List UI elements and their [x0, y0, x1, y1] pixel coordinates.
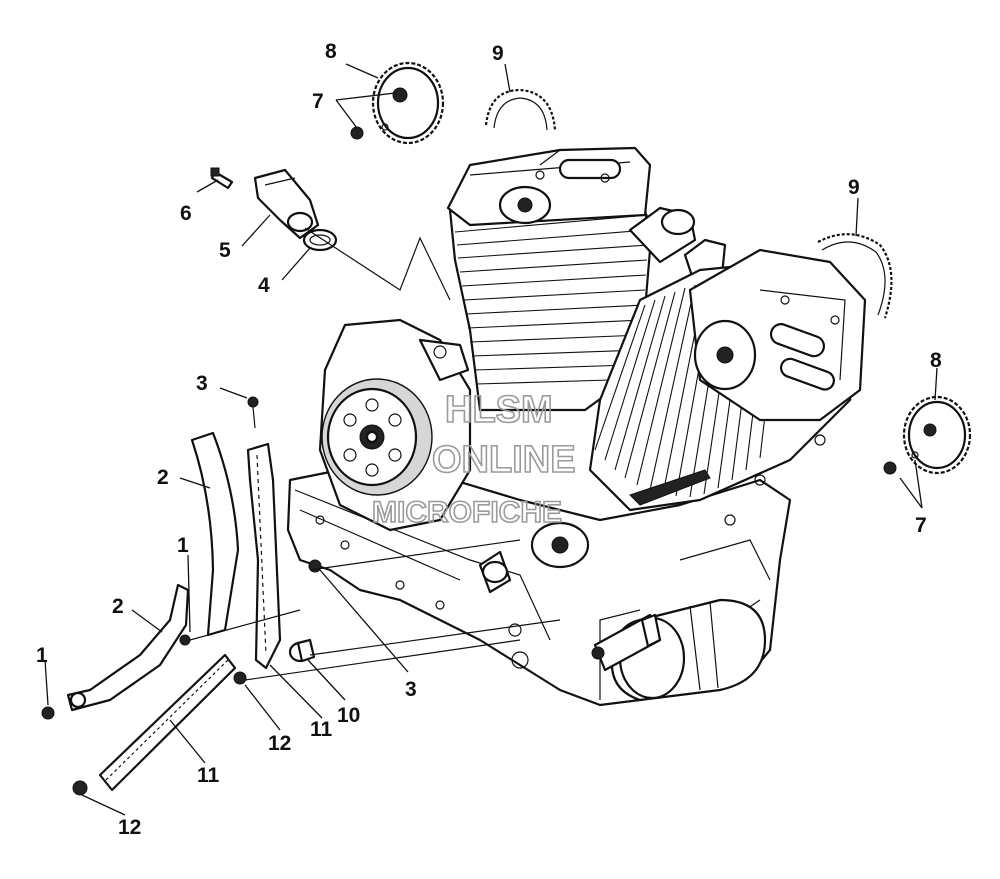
cam-sprocket-top	[371, 61, 445, 145]
callout-11-lower: 11	[197, 764, 220, 787]
watermark: HLSM ONLINE MICROFICHE	[371, 388, 576, 530]
bolt-12-lower	[72, 780, 88, 796]
callout-3-lower: 3	[405, 678, 417, 701]
callout-1-upper: 1	[177, 534, 189, 557]
callout-labels: 8 7 9 6 5 4 9 3 8 2 1 2 7 1 3 10 11 12 1…	[36, 40, 942, 839]
cam-gear-cover	[318, 318, 472, 532]
engine-assembly	[286, 146, 867, 707]
spacer-10	[288, 638, 316, 663]
cam-sprocket-right	[902, 395, 972, 475]
callout-10: 10	[337, 704, 360, 727]
callout-6: 6	[180, 202, 192, 225]
tensioner-blade-11-upper	[246, 442, 282, 670]
assembly-lines	[189, 227, 561, 681]
rear-cylinder	[446, 146, 727, 412]
watermark-line2: ONLINE	[432, 439, 576, 481]
leader-lines	[44, 63, 938, 816]
callout-5: 5	[219, 239, 231, 262]
bolt-7-top	[350, 126, 364, 140]
crank-gear	[478, 521, 590, 594]
callout-11-upper: 11	[310, 718, 333, 741]
callout-7-right: 7	[915, 514, 927, 537]
callout-3-top: 3	[196, 372, 208, 395]
callout-9-right: 9	[848, 176, 860, 199]
callout-7-top: 7	[312, 90, 324, 113]
chain-guide-2-lower	[66, 583, 190, 712]
callout-12-lower: 12	[118, 816, 141, 839]
callout-2-lower: 2	[112, 595, 124, 618]
front-cylinder	[588, 248, 867, 512]
bolt-1-upper	[179, 634, 191, 646]
gasket-9-top	[484, 88, 557, 131]
gasket-9-right	[817, 233, 893, 319]
bolt-6	[210, 167, 234, 190]
callout-12-upper: 12	[268, 732, 291, 755]
tensioner-5	[253, 168, 320, 240]
callout-1-lower: 1	[36, 644, 48, 667]
starter-motor	[591, 598, 767, 702]
chain-guide-2-upper	[190, 431, 240, 637]
bolt-7-right	[883, 461, 897, 475]
callout-8-top: 8	[325, 40, 337, 63]
watermark-line3: MICROFICHE	[372, 496, 562, 529]
bolt-3-top	[247, 396, 259, 429]
bolt-12-upper	[233, 671, 247, 685]
callout-9-top: 9	[492, 42, 504, 65]
callout-2-upper: 2	[157, 466, 169, 489]
bolt-1-lower	[41, 706, 55, 720]
gasket-4	[302, 228, 338, 252]
chain-11-lower	[98, 653, 237, 792]
watermark-line1: HLSM	[445, 389, 553, 431]
callout-8-right: 8	[930, 349, 942, 372]
callout-4: 4	[258, 274, 270, 297]
